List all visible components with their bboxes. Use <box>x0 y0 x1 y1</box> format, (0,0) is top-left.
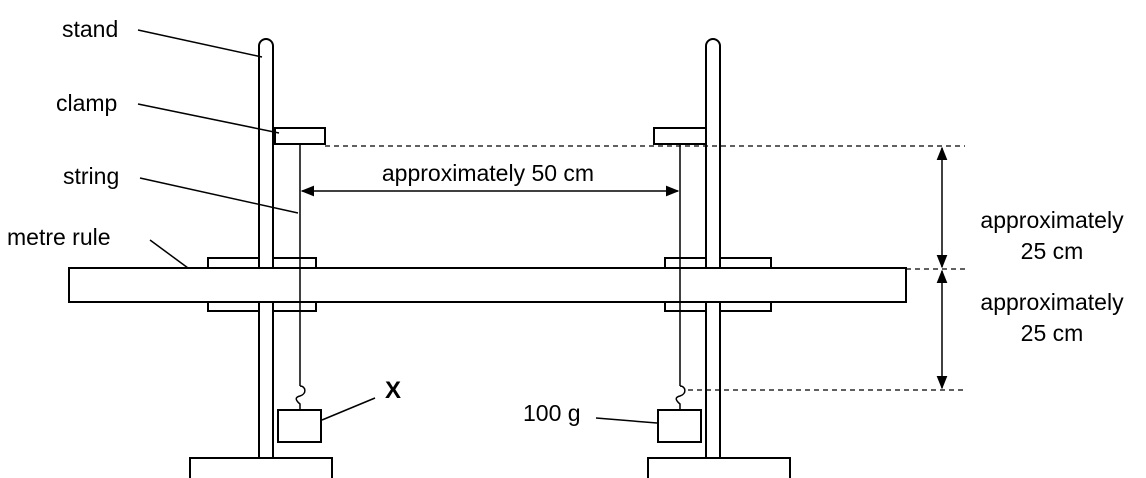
right-hook <box>675 385 686 410</box>
lower-distance-label-line1: approximately <box>980 289 1124 315</box>
metre-rule-leader <box>149 239 189 269</box>
mass-x-label: X <box>385 377 401 404</box>
stand-leader <box>137 29 263 58</box>
right-top-clamp <box>653 127 707 145</box>
string-leader <box>139 177 299 214</box>
mass-x-leader <box>321 397 376 421</box>
clamp-leader <box>137 103 280 134</box>
lower-distance-label-line2: 25 cm <box>1021 320 1084 346</box>
right-stand-base <box>647 457 791 478</box>
mass-100g-leader <box>595 417 658 424</box>
upper-distance-label-line2: 25 cm <box>1021 238 1084 264</box>
mass-100g-block <box>657 409 702 443</box>
metre-rule-label: metre rule <box>7 224 111 250</box>
upper-distance-label-line1: approximately <box>980 207 1124 233</box>
horizontal-distance-label: approximately 50 cm <box>382 160 594 186</box>
metre-rule <box>68 267 907 303</box>
left-top-clamp <box>274 127 326 145</box>
clamp-label: clamp <box>56 90 117 116</box>
stand-label: stand <box>62 16 118 42</box>
left-stand-rod <box>258 38 274 459</box>
left-hook <box>295 385 306 410</box>
mass-x-block <box>277 409 322 443</box>
mass-100g-label: 100 g <box>523 400 581 426</box>
left-stand-base <box>189 457 333 478</box>
string-label: string <box>63 163 119 189</box>
right-stand-rod <box>705 38 721 459</box>
